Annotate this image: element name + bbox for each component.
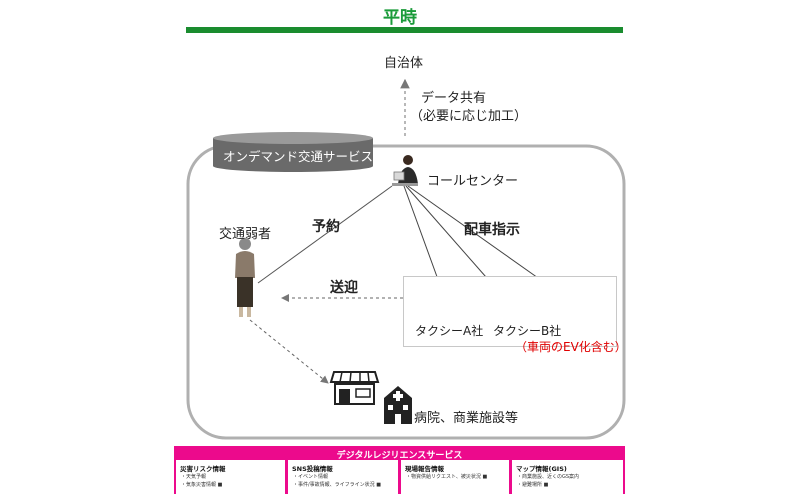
pickup-label: 送迎 <box>330 280 358 296</box>
taxi-b-label: タクシーB社 <box>493 324 562 338</box>
card-map-gis: マップ情報(GIS) ・商業施設、近くのGS案内 ・避難場所 ■ <box>512 460 623 494</box>
municipality-label: 自治体 <box>384 56 424 71</box>
card-item: ・避難場所 ■ <box>517 482 549 488</box>
card-sns: SNS投稿情報 ・イベント情報 ・事件/事故情報、ライフライン状況 ■ <box>288 460 398 494</box>
card-title: SNS投稿情報 <box>292 465 333 473</box>
service-database-icon <box>213 132 373 172</box>
ev-note: （車両のEV化含む） <box>515 340 627 354</box>
taxi-group-box <box>403 276 617 347</box>
card-item: ・イベント情報 <box>293 474 329 480</box>
taxi-a-label: タクシーA社 <box>415 324 484 338</box>
page-title: 平時 <box>383 8 417 28</box>
elderly-person-icon <box>235 238 255 317</box>
call-center-label: コールセンター <box>427 174 519 189</box>
vulnerable-label: 交通弱者 <box>219 227 272 242</box>
card-title: マップ情報(GIS) <box>516 465 567 473</box>
reservation-label: 予約 <box>312 219 340 235</box>
card-item: ・物資供給リクエスト、被災状況 ■ <box>406 474 488 480</box>
destination-label: 病院、商業施設等 <box>414 411 519 426</box>
call-center-operator-icon <box>392 155 418 186</box>
resilience-title: デジタルレジリエンスサービス <box>336 451 463 461</box>
hospital-icon <box>384 386 412 424</box>
card-item: ・気象災害情報 ■ <box>181 482 223 488</box>
dispatch-arrow-3 <box>407 185 549 286</box>
title-underline <box>186 27 623 33</box>
card-item: ・事件/事故情報、ライフライン状況 ■ <box>293 482 381 488</box>
card-disaster-risk: 災害リスク情報 ・天気予報 ・気象災害情報 ■ <box>176 460 285 494</box>
dispatch-arrow-1 <box>403 185 442 286</box>
data-share-note: （必要に応じ加工） <box>410 109 528 124</box>
reservation-line <box>257 185 393 284</box>
card-field-report: 現場報告情報 ・物資供給リクエスト、被災状況 ■ <box>401 460 509 494</box>
card-item: ・商業施設、近くのGS案内 <box>517 474 580 480</box>
shop-icon <box>329 371 380 405</box>
destination-arrow <box>249 319 329 384</box>
card-title: 現場報告情報 <box>405 465 444 473</box>
dispatch-label: 配車指示 <box>464 222 520 238</box>
service-container <box>186 144 626 440</box>
card-item: ・天気予報 <box>181 474 207 480</box>
card-title: 災害リスク情報 <box>180 465 226 473</box>
data-share-label: データ共有 <box>421 91 487 106</box>
dispatch-arrow-2 <box>405 185 494 286</box>
service-label: オンデマンド交通サービス <box>223 149 374 164</box>
